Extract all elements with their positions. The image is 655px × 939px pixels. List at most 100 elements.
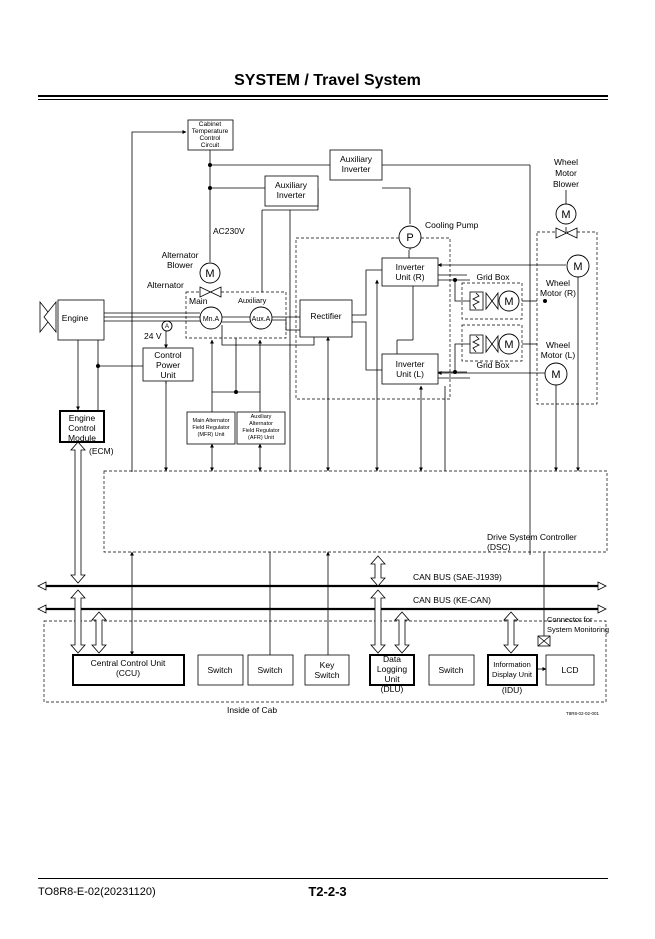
dlu-abbr: (DLU) <box>381 684 404 694</box>
cabinet-temperature-box <box>187 119 234 151</box>
ccu-box <box>72 654 185 686</box>
ccu-label-2: (CCU) <box>116 668 140 678</box>
ecm-label-3: Module <box>68 433 96 443</box>
ecm-bus-arrow <box>70 441 86 584</box>
afr-label-1: Auxiliary <box>251 414 272 420</box>
afr-label-4: (AFR) Unit <box>248 435 274 441</box>
afr-label-2: Alternator <box>249 421 273 427</box>
cooling-pump-p: P <box>406 232 413 244</box>
inverter-r-label-2: Unit (R) <box>395 272 424 282</box>
cabinet-temp-label-2: Temperature <box>192 128 229 135</box>
ecm-label-1: Engine <box>69 413 96 423</box>
ecm-box <box>59 410 105 443</box>
grid-motor-top-icon <box>498 290 520 312</box>
alternator-blower-motor-icon <box>199 262 221 284</box>
idu-box <box>487 654 538 686</box>
switch-1-label: Switch <box>207 665 232 675</box>
inverter-l-box <box>381 353 439 385</box>
figure-id: T8R8-02-02-001 <box>566 711 600 716</box>
engine-label: Engine <box>62 313 89 323</box>
dlu-label-2: Logging <box>377 664 408 674</box>
dlu-label-1: Data <box>383 654 401 664</box>
idu-label-1: Information <box>493 660 531 669</box>
wheel-motor-dashed-box <box>536 231 598 405</box>
wheel-motor-l-m: M <box>551 369 560 381</box>
ecm-label-2: Control <box>68 423 96 433</box>
connector-label-2: System Monitoring <box>547 625 609 634</box>
cooling-pump-label: Cooling Pump <box>425 220 479 230</box>
afr-box <box>236 411 286 445</box>
switch-2-box <box>247 654 294 686</box>
dsc-dashed-box <box>103 470 608 553</box>
alternator-blower-label-1: Alternator <box>162 250 199 260</box>
connector-label-1: Connector for <box>547 615 593 624</box>
wheel-blower-m: M <box>561 209 570 221</box>
inverter-l-label-2: Unit (L) <box>396 369 424 379</box>
ammeter-icon <box>161 320 173 332</box>
aux-inverter-mid-box <box>264 175 319 207</box>
switch-3-label: Switch <box>438 665 463 675</box>
control-power-label-1: Control <box>154 350 182 360</box>
main-alternator-label: Mn.A <box>203 316 220 323</box>
dsc-label-1: Drive System Controller <box>487 532 577 542</box>
cabinet-temp-label-3: Control <box>200 135 222 142</box>
grid-box-top-label: Grid Box <box>476 272 510 282</box>
inverter-dashed-box <box>295 237 451 400</box>
aux-inverter-mid-label-1: Auxiliary <box>275 180 308 190</box>
key-switch-label-1: Key <box>320 660 335 670</box>
aux-inverter-mid-label-2: Inverter <box>277 190 306 200</box>
aux-alternator-icon <box>249 306 273 330</box>
wheel-motor-r-label-2: Motor (R) <box>540 288 576 298</box>
dlu-label-3: Unit <box>384 674 400 684</box>
grid-box-bottom-label: Grid Box <box>476 360 510 370</box>
control-power-label-3: Unit <box>160 370 176 380</box>
aux-alternator-label: Aux.A <box>252 316 271 323</box>
mfr-label-2: Field Regulator <box>192 425 229 431</box>
alternator-label: Alternator <box>147 280 184 290</box>
aux-inverter-top-label-1: Auxiliary <box>340 154 373 164</box>
idu-abbr: (IDU) <box>502 685 522 695</box>
cab-dashed-box <box>43 620 607 703</box>
wheel-blower-label-1: Wheel <box>554 157 578 167</box>
footer-rule <box>38 878 608 879</box>
doc-code: TO8R8-E-02(20231120) <box>38 886 156 898</box>
wheel-motor-r-label-1: Wheel <box>546 278 570 288</box>
can-sae-label: CAN BUS (SAE-J1939) <box>413 572 502 582</box>
grid-motor-top-m: M <box>504 296 513 308</box>
switch-2-label: Switch <box>257 665 282 675</box>
can-ke-label: CAN BUS (KE-CAN) <box>413 595 491 605</box>
rectifier-label: Rectifier <box>310 311 341 321</box>
alternator-blower-label-2: Blower <box>167 260 193 270</box>
wheel-motor-l-icon <box>544 362 568 386</box>
wheel-motor-l-label-1: Wheel <box>546 340 570 350</box>
wheel-blower-motor-icon <box>555 203 577 225</box>
switch-3-box <box>428 654 475 686</box>
lcd-label: LCD <box>561 665 578 675</box>
afr-label-3: Field Regulator <box>242 428 279 434</box>
control-power-label-2: Power <box>156 360 180 370</box>
inverter-r-box <box>381 257 439 287</box>
cooling-pump-icon <box>398 225 422 249</box>
aux-inverter-top-box <box>329 149 383 181</box>
auxiliary-label: Auxiliary <box>238 296 267 305</box>
grid-box-bottom-dashed <box>461 324 523 362</box>
ccu-label-1: Central Control Unit <box>91 658 166 668</box>
cabinet-temp-label-1: Cabinet <box>199 121 222 128</box>
page-number: T2-2-3 <box>308 884 347 899</box>
wheel-blower-label-3: Blower <box>553 179 579 189</box>
main-label: Main <box>189 296 208 306</box>
wheel-motor-r-icon <box>566 254 590 278</box>
key-switch-box <box>304 654 350 686</box>
dsc-label-2: (DSC) <box>487 542 511 552</box>
switch-1-box <box>197 654 244 686</box>
key-switch-label-2: Switch <box>314 670 339 680</box>
main-alternator-icon <box>199 306 223 330</box>
title-rule-thin <box>38 99 608 100</box>
cabinet-temp-label-4: Circuit <box>201 142 220 149</box>
aux-inverter-top-label-2: Inverter <box>342 164 371 174</box>
ammeter-label: A <box>165 324 169 330</box>
page-title: SYSTEM / Travel System <box>234 72 421 89</box>
ac230v-label: AC230V <box>213 226 245 236</box>
wheel-motor-r-m: M <box>573 261 582 273</box>
